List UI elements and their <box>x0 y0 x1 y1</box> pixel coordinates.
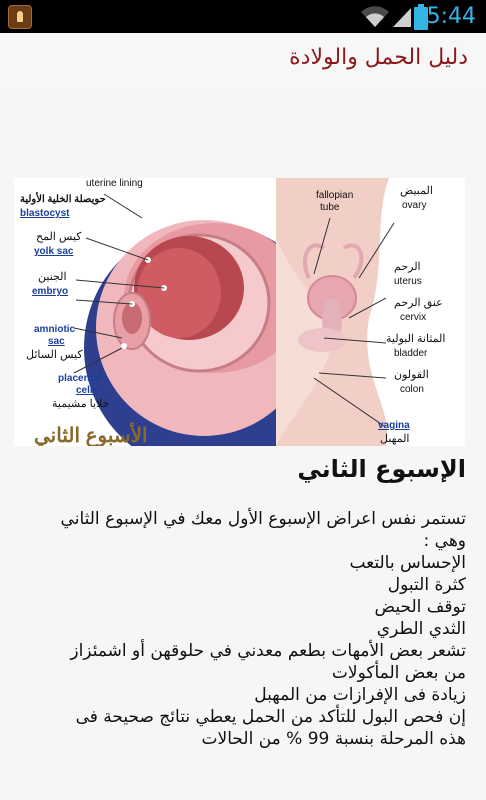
article-line: تستمر نفس اعراض الإسبوع الأول معك في الإ… <box>60 509 466 529</box>
label-morula: حويصلة الخلية الأولية <box>20 193 106 205</box>
label-uterus-en: uterus <box>394 276 422 287</box>
app-title: دليل الحمل والولادة <box>289 45 468 70</box>
article-line: إن فحص البول للتأكد من الحمل يعطي نتائج … <box>75 707 466 727</box>
app-notification-icon <box>8 5 32 29</box>
article-body: تستمر نفس اعراض الإسبوع الأول معك في الإ… <box>14 508 466 750</box>
label-amniotic-ar: كيس السائل <box>26 349 83 361</box>
label-yolk-ar: كيس المح <box>36 231 82 243</box>
clock: 5:44 <box>426 4 476 29</box>
article-heading: الإسبوع الثاني <box>297 455 466 483</box>
label-uterus-ar: الرحم <box>394 261 421 273</box>
wifi-icon <box>361 6 389 27</box>
label-embryo-en: embryo <box>32 286 68 297</box>
battery-icon <box>414 4 428 30</box>
label-cervix-ar: عنق الرحم <box>394 297 443 309</box>
label-yolk-en: yolk sac <box>34 246 74 257</box>
status-bar: 5:44 <box>0 0 486 33</box>
label-vagina-ar: المهبل <box>380 433 410 445</box>
label-uterine-lining: uterine lining <box>86 178 143 189</box>
label-placental-2: cells <box>76 385 99 396</box>
article-line: كثرة التبول <box>387 575 466 595</box>
label-blastocyst: blastocyst <box>20 208 70 219</box>
signal-icon <box>393 8 411 27</box>
anatomy-illustration: uterine lining حويصلة الخلية الأولية bla… <box>20 178 445 446</box>
article-line: توقف الحيض <box>374 597 466 617</box>
label-colon-en: colon <box>400 384 424 395</box>
label-amniotic-2: sac <box>48 336 65 347</box>
article-line: من بعض المأكولات <box>331 663 466 683</box>
label-week-caption: الأسبوع الثاني <box>34 422 148 446</box>
label-vagina-en: vagina <box>378 420 410 431</box>
label-fallopian-2: tube <box>320 202 340 213</box>
article-line: الثدي الطري <box>376 619 466 639</box>
article-content[interactable]: uterine lining حويصلة الخلية الأولية bla… <box>0 90 486 800</box>
article-line: هذه المرحلة بنسبة 99 % من الحالات <box>201 729 466 749</box>
label-placental-1: placental <box>58 373 102 384</box>
label-fallopian-1: fallopian <box>316 190 353 201</box>
label-amniotic-1: amniotic <box>34 324 76 335</box>
article-line: تشعر بعض الأمهات بطعم معدني في حلوقهن أو… <box>70 641 466 661</box>
article-line: الإحساس بالتعب <box>349 553 466 573</box>
label-placental-ar: خلايا مشيمية <box>52 398 109 410</box>
label-bladder-ar: المثانة البولية <box>386 333 445 345</box>
label-embryo-ar: الجنين <box>38 271 67 283</box>
label-bladder-en: bladder <box>394 348 428 359</box>
label-ovary-ar: المبيض <box>400 185 433 197</box>
label-ovary-en: ovary <box>402 200 426 211</box>
label-cervix-en: cervix <box>400 312 426 323</box>
label-colon-ar: القولون <box>394 369 429 381</box>
action-bar: دليل الحمل والولادة <box>0 33 486 91</box>
article-line: وهي : <box>423 531 466 551</box>
article-line: زيادة فى الإفرازات من المهبل <box>254 685 466 705</box>
pregnancy-week-illustration: uterine lining حويصلة الخلية الأولية bla… <box>14 178 465 446</box>
